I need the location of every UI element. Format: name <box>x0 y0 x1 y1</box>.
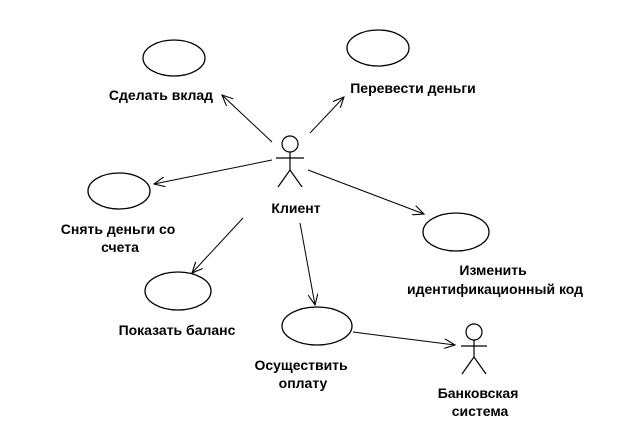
arrow-client-withdraw <box>154 159 273 184</box>
usecase-transfer-ellipse <box>346 29 410 67</box>
label-bank: Банковская система <box>438 385 523 419</box>
usecase-payment-ellipse <box>281 306 353 346</box>
label-client: Клиент <box>271 200 320 216</box>
usecase-balance-ellipse <box>144 271 212 311</box>
label-payment: Осуществить оплату <box>254 357 351 391</box>
label-withdraw: Снять деньги со счета <box>61 221 179 255</box>
usecase-withdraw-ellipse <box>87 172 151 210</box>
arrow-client-payment <box>299 222 315 305</box>
arrow-payment-bank <box>352 331 455 345</box>
arrow-client-balance <box>192 217 244 273</box>
actor-bank-figure <box>461 323 487 375</box>
usecase-deposit-ellipse <box>142 39 206 77</box>
arrow-client-deposit <box>222 95 273 143</box>
actor-client-figure <box>276 135 304 188</box>
arrow-client-transfer <box>309 97 344 134</box>
label-change-pin: Изменить идентификационный код <box>407 262 583 297</box>
label-transfer: Перевести деньги <box>350 80 476 96</box>
label-deposit: Сделать вклад <box>109 87 213 103</box>
label-balance: Показать баланс <box>119 322 236 338</box>
usecase-change-pin-ellipse <box>422 212 490 252</box>
arrow-client-change-pin <box>307 169 424 214</box>
